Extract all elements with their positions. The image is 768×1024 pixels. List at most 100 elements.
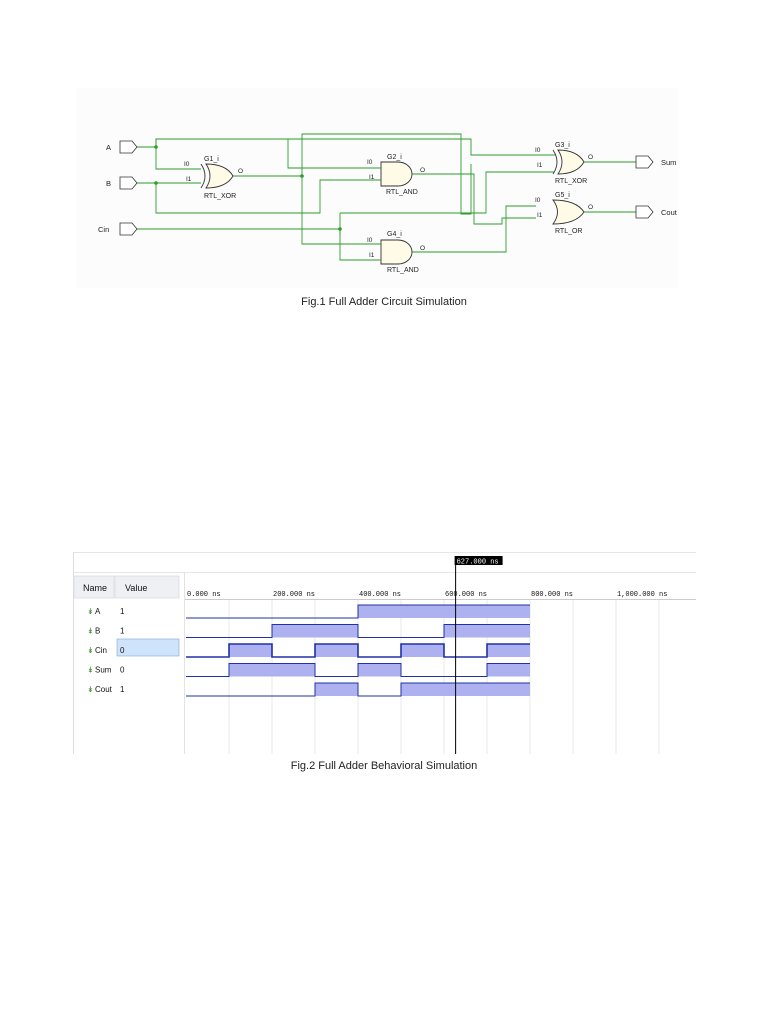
signal-name: Sum [95,666,112,675]
high-segment [315,644,358,657]
svg-text:I0: I0 [184,161,190,168]
signal-trace [186,624,530,638]
svg-text:O: O [238,168,243,175]
time-label: 200.000 ns [273,591,315,599]
svg-text:G5_i: G5_i [555,192,570,199]
high-segment [487,624,530,638]
signal-icon: ↡ [87,607,94,616]
high-segment [272,663,315,677]
signal-trace [186,663,530,677]
svg-text:G3_i: G3_i [555,142,570,149]
input-port-cin: Cin [98,222,138,236]
high-segment [401,644,444,657]
svg-text:O: O [588,204,593,211]
input-port-b: B [106,176,138,190]
signal-name: Cin [95,646,107,655]
signal-icon: ↡ [87,685,94,694]
svg-text:RTL_AND: RTL_AND [386,189,418,196]
input-port-a: A [106,140,138,154]
signal-trace [186,643,530,658]
signal-icon: ↡ [87,666,94,675]
signal-value: 0 [120,666,125,675]
high-segment [487,683,530,696]
svg-text:I0: I0 [535,147,541,154]
signal-row-a[interactable]: ↡A 1 [87,607,125,616]
svg-text:RTL_XOR: RTL_XOR [204,193,236,200]
signal-value: 1 [120,627,125,636]
signal-row-cout[interactable]: ↡Cout 1 [87,685,125,694]
svg-text:I1: I1 [186,176,192,183]
high-segment [487,663,530,677]
svg-text:G1_i: G1_i [204,156,219,163]
waveform-cout [186,682,530,697]
svg-text:O: O [420,167,425,174]
gate-g2-and: G2_i I0 I1 O RTL_AND [359,154,425,196]
svg-text:O: O [420,245,425,252]
signal-name: Cout [95,685,113,694]
svg-text:I1: I1 [537,212,543,219]
gate-g3-xor: G3_i I0 I1 O RTL_XOR [535,142,593,185]
time-label: 1,000.000 ns [617,591,667,599]
signal-name: A [95,607,101,616]
svg-text:I1: I1 [369,252,375,259]
svg-text:Value: Value [125,583,147,593]
full-adder-schematic: A B Cin Sum Cout G1_i I0 I1 O RTL_XOR G2… [76,88,678,288]
signal-trace [186,682,530,697]
time-label: 400.000 ns [359,591,401,599]
high-segment [272,624,315,638]
svg-text:Sum: Sum [661,158,676,167]
column-header-name[interactable]: Name [73,575,115,599]
high-segment [229,644,272,657]
high-segment [487,605,530,618]
time-label: 800.000 ns [531,591,573,599]
svg-text:Cout: Cout [661,208,678,217]
signal-value: 1 [120,607,125,616]
junction-dots [154,145,342,231]
svg-text:I0: I0 [535,197,541,204]
svg-text:B: B [106,179,111,188]
high-segment [229,663,272,677]
high-segment [358,605,401,618]
waveform-b [186,624,530,638]
selected-row-highlight [116,638,180,657]
high-segment [315,683,358,696]
figure2-caption: Fig.2 Full Adder Behavioral Simulation [290,760,478,772]
signal-row-cin[interactable]: ↡Cin 0 [87,646,125,655]
svg-text:A: A [106,143,111,152]
svg-text:RTL_XOR: RTL_XOR [555,178,587,185]
time-label: 0.000 ns [187,591,221,599]
high-segment [444,683,487,696]
signal-icon: ↡ [87,627,94,636]
high-segment [315,624,358,638]
high-segment [401,605,444,618]
time-cursor[interactable]: 627.000 ns [454,556,503,754]
svg-text:RTL_OR: RTL_OR [555,228,583,235]
svg-text:I0: I0 [367,237,373,244]
waveform-sum [186,663,530,677]
signal-row-sum[interactable]: ↡Sum 0 [87,666,125,675]
gate-g4-and: G4_i I0 I1 O RTL_AND [367,231,425,274]
signal-trace [186,604,530,619]
high-segment [444,624,487,638]
high-segment [358,663,401,677]
gate-g5-or: G5_i I0 I1 O RTL_OR [535,192,593,235]
svg-text:627.000 ns: 627.000 ns [457,559,499,567]
signal-value: 1 [120,685,125,694]
svg-text:G2_i: G2_i [387,154,402,161]
high-segment [444,605,487,618]
signal-row-b[interactable]: ↡B 1 [87,627,125,636]
signal-name: B [95,627,100,636]
signal-icon: ↡ [87,646,94,655]
waveform-cin [186,643,530,658]
high-segment [487,644,530,657]
column-header-value[interactable]: Value [114,575,180,599]
high-segment [401,683,444,696]
waveform-a [186,604,530,619]
waveforms [186,604,530,697]
svg-text:RTL_AND: RTL_AND [387,267,419,274]
signal-value: 0 [120,646,125,655]
